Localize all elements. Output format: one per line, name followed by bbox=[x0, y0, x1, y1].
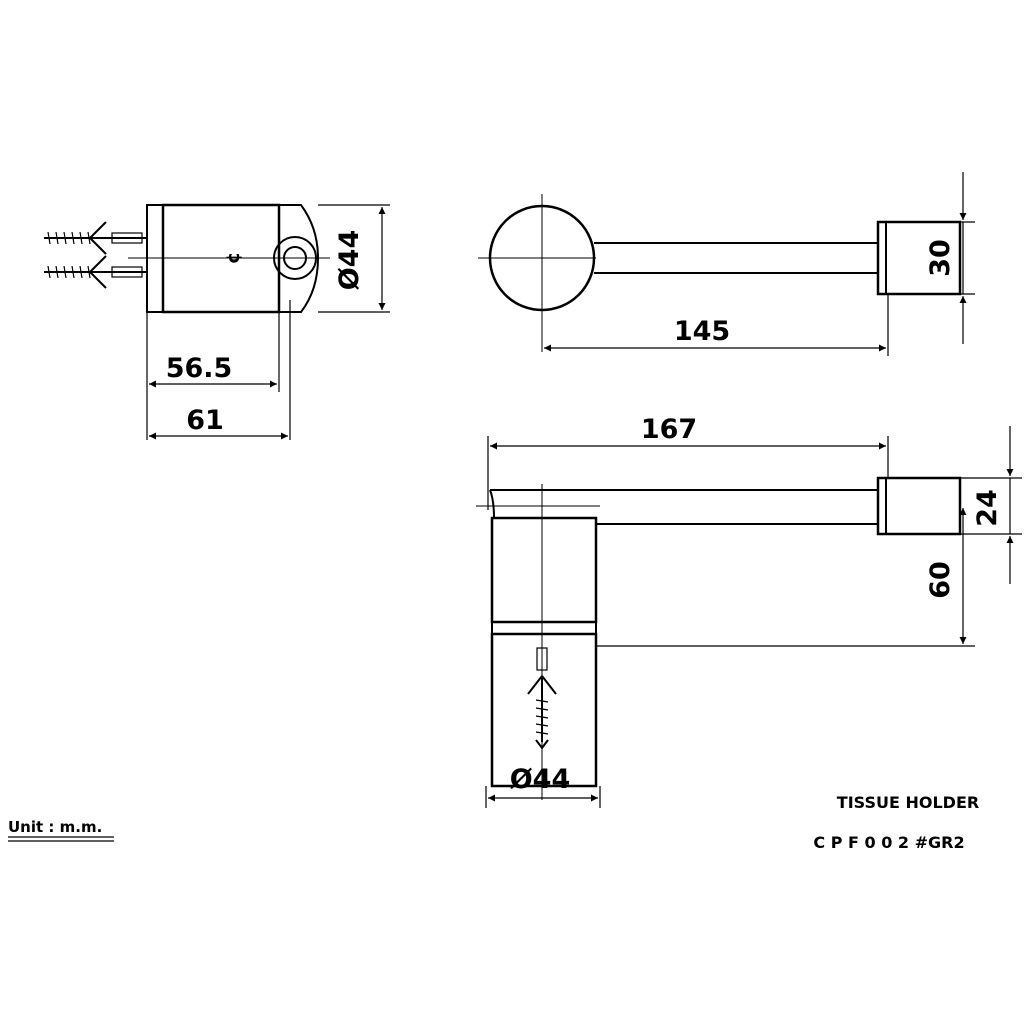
wall-anchor-bottom bbox=[44, 255, 147, 289]
top-wall-block bbox=[876, 476, 962, 536]
dim-side-diameter: Ø44 bbox=[334, 230, 365, 291]
top-wall-anchor bbox=[527, 647, 557, 750]
dim-top-base-diameter: Ø44 bbox=[510, 764, 571, 795]
front-view: 30 145 bbox=[478, 172, 975, 356]
centerline-symbol: ¢ bbox=[223, 252, 244, 265]
top-view: 167 24 60 Ø44 bbox=[476, 414, 1022, 808]
dim-side-depth-inner: 56.5 bbox=[166, 353, 233, 384]
dim-top-length: 167 bbox=[641, 414, 697, 445]
dim-side-depth-outer: 61 bbox=[186, 405, 224, 436]
title-block: TISSUE HOLDER C P F 0 0 2 #GR2 Unit : m.… bbox=[8, 793, 979, 852]
dim-top-offset: 60 bbox=[925, 561, 956, 599]
wall-anchor-top bbox=[44, 221, 147, 255]
dim-front-length: 145 bbox=[674, 316, 730, 347]
dim-front-height: 30 bbox=[925, 239, 956, 277]
dim-top-rod-height: 24 bbox=[972, 489, 1003, 527]
top-ring bbox=[491, 621, 597, 635]
top-upper-cylinder bbox=[490, 516, 598, 624]
top-lower-cylinder bbox=[490, 632, 598, 788]
side-view: ¢ Ø44 56.5 61 bbox=[44, 203, 390, 440]
product-name: TISSUE HOLDER bbox=[837, 793, 979, 812]
unit-label: Unit : m.m. bbox=[8, 818, 102, 836]
product-model: C P F 0 0 2 #GR2 bbox=[813, 833, 964, 852]
